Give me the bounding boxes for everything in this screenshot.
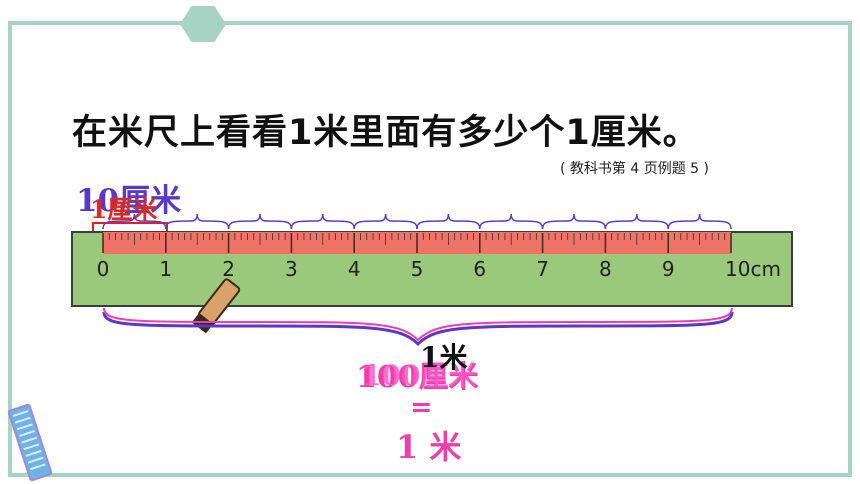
- label-hundred-cm-shadow: 100厘米: [362, 359, 477, 392]
- label-one-meter: 1米: [420, 341, 468, 374]
- ruler-tick-labels: 0 1 2 3 4 5 6 7 8 9 10cm: [97, 257, 781, 281]
- meter-brace-pink: [103, 307, 733, 342]
- pencil-icon: [191, 278, 241, 334]
- label-ten-cm: 10厘米: [76, 183, 182, 219]
- label-hundred-cm: 100厘米: [356, 360, 479, 395]
- ruler-tick-label: 4: [348, 257, 361, 281]
- ruler-ticks: [102, 233, 732, 253]
- decimeter-brace: [290, 213, 355, 230]
- ruler-tick-label: 0: [97, 257, 110, 281]
- ruler-tick-label: 7: [536, 257, 549, 281]
- hexagon-decoration: [180, 6, 226, 42]
- ruler-tick-label: 10cm: [725, 257, 781, 281]
- ruler-tick-label: 1: [159, 257, 172, 281]
- decimeter-brace: [165, 213, 230, 230]
- equals-sign: =: [410, 392, 433, 423]
- decimeter-brace: [227, 213, 293, 230]
- decimeter-brace: [416, 213, 481, 230]
- decimeter-brace: [541, 213, 607, 230]
- label-one-cm: 1厘米: [90, 195, 158, 224]
- textbook-reference: ( 教科书第 4 页例题 5 ): [560, 161, 709, 177]
- ruler-tick-label: 5: [411, 257, 424, 281]
- ruler-tick-label: 9: [662, 257, 675, 281]
- meter-brace-purple: [102, 311, 734, 347]
- one-cm-marker: [92, 222, 168, 238]
- decimeter-brace: [604, 213, 669, 230]
- ruler-tick-label: 3: [285, 257, 298, 281]
- ruler-tick-label: 2: [222, 257, 235, 281]
- slide-title: 在米尺上看看1米里面有多少个1厘米。: [72, 113, 699, 153]
- decimeter-brace: [667, 213, 732, 230]
- decimeter-brace: [479, 213, 544, 230]
- equals-one-meter: 1 米: [396, 428, 462, 466]
- decimeter-brace: [353, 213, 418, 230]
- decimeter-brace: [102, 213, 167, 230]
- decimeter-braces: [102, 213, 732, 230]
- ruler-tick-label: 8: [599, 257, 612, 281]
- ruler-tick-label: 6: [473, 257, 486, 281]
